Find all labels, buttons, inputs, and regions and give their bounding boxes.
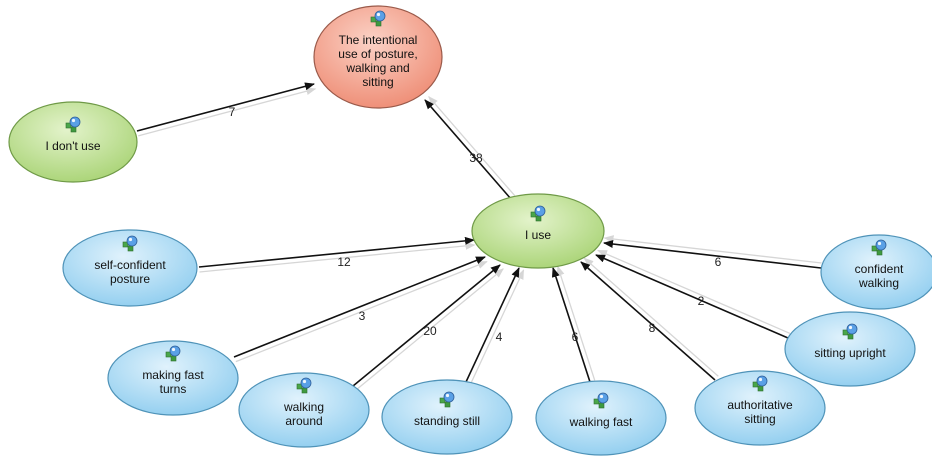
edge-arrow: [136, 82, 315, 132]
network-node-icon: [370, 10, 386, 27]
node-ellipse: [381, 379, 513, 455]
edge-authoritative_sitting-to-i_use: 8: [580, 257, 719, 381]
edge-confident_walking-to-i_use: 6: [603, 235, 822, 269]
edge-weight-label: 6: [715, 255, 722, 269]
network-node-icon: [842, 323, 858, 340]
node-ellipse: [313, 5, 443, 109]
edge-shadow-line: [469, 269, 525, 385]
edge-arrow: [352, 264, 501, 387]
node-label-line: standing still: [414, 414, 480, 428]
edge-arrow: [233, 256, 486, 358]
edge-shadow-line: [235, 261, 488, 363]
edge-weight-label: 2: [698, 294, 705, 308]
edge-weight-label: 6: [572, 330, 579, 344]
network-node-icon: [439, 391, 455, 408]
edge-shadow-line: [583, 257, 719, 377]
edge-arrow: [424, 99, 512, 200]
node-label-line: walking: [858, 276, 899, 290]
edge-shadow-line: [355, 268, 504, 391]
node-label-line: confident: [855, 262, 904, 276]
edge-shadow-line: [428, 95, 516, 197]
node-sitting-upright[interactable]: sitting upright: [784, 311, 916, 387]
node-label-line: sitting: [362, 75, 393, 89]
node-label-line: self-confident: [94, 258, 166, 272]
edge-shadow-line: [556, 265, 596, 381]
edge-sitting_upright-to-i_use: 2: [595, 249, 791, 339]
edge-weight-label: 20: [423, 324, 437, 338]
node-ellipse: [8, 101, 138, 183]
node-label-line: walking fast: [569, 415, 633, 429]
node-i-use[interactable]: I use: [471, 193, 605, 269]
edge-weight-label: 38: [469, 151, 483, 165]
node-label-line: use of posture,: [338, 47, 417, 61]
edge-standing_still-to-i_use: 4: [465, 267, 525, 385]
edge-weight-label: 8: [649, 321, 656, 335]
node-ellipse: [694, 370, 826, 446]
edge-arrow: [551, 267, 591, 383]
network-node-icon: [296, 377, 312, 394]
edge-weight-label: 7: [229, 105, 236, 119]
edge-shadow-line: [597, 249, 791, 335]
edge-shadow-line: [603, 235, 822, 264]
node-ellipse: [820, 234, 932, 310]
edge-making_fast_turns-to-i_use: 3: [233, 256, 488, 363]
network-node-icon: [871, 239, 887, 256]
node-ellipse: [535, 380, 667, 456]
edge-arrow: [580, 261, 716, 381]
node-label-line: walking: [283, 400, 324, 414]
edge-arrow: [595, 254, 789, 339]
node-ellipse: [62, 229, 198, 307]
node-label-line: sitting: [744, 412, 775, 426]
node-i-dont-use[interactable]: I don't use: [8, 101, 138, 183]
edge-weight-label: 3: [359, 309, 366, 323]
edge-weight-label: 12: [337, 255, 351, 269]
edge-arrow: [603, 240, 822, 269]
node-label-line: around: [285, 414, 322, 428]
node-label-line: making fast: [142, 368, 204, 382]
node-ellipse: [107, 340, 239, 416]
node-label-line: I use: [525, 228, 551, 242]
node-standing-still[interactable]: standing still: [381, 379, 513, 455]
node-label-line: I don't use: [46, 139, 101, 153]
node-label-line: authoritative: [727, 398, 793, 412]
node-ellipse: [784, 311, 916, 387]
edge-self_confident_posture-to-i_use: 12: [198, 236, 476, 273]
edge-i_dont_use-to-root: 7: [136, 82, 317, 137]
network-node-icon: [65, 116, 81, 133]
node-walking-fast[interactable]: walking fast: [535, 380, 667, 456]
network-node-icon: [752, 375, 768, 392]
node-ellipse: [471, 193, 605, 269]
node-label-line: walking and: [345, 61, 409, 75]
network-node-icon: [593, 392, 609, 409]
edge-walking_around-to-i_use: 20: [352, 264, 504, 391]
edge-arrow: [465, 267, 520, 383]
node-label-line: turns: [160, 382, 187, 396]
edge-shadow-line: [138, 87, 317, 137]
network-node-icon: [530, 205, 546, 222]
network-node-icon: [165, 345, 181, 362]
edge-walking_fast-to-i_use: 6: [551, 265, 596, 383]
network-node-icon: [122, 235, 138, 252]
node-label-line: sitting upright: [814, 346, 886, 360]
edge-i_use-to-root: 38: [424, 95, 516, 200]
node-label-line: posture: [110, 272, 150, 286]
node-ellipse: [238, 372, 370, 448]
edge-arrow: [198, 236, 475, 268]
node-label-line: The intentional: [339, 33, 418, 47]
edge-shadow-line: [199, 241, 476, 273]
edge-weight-label: 4: [496, 330, 503, 344]
